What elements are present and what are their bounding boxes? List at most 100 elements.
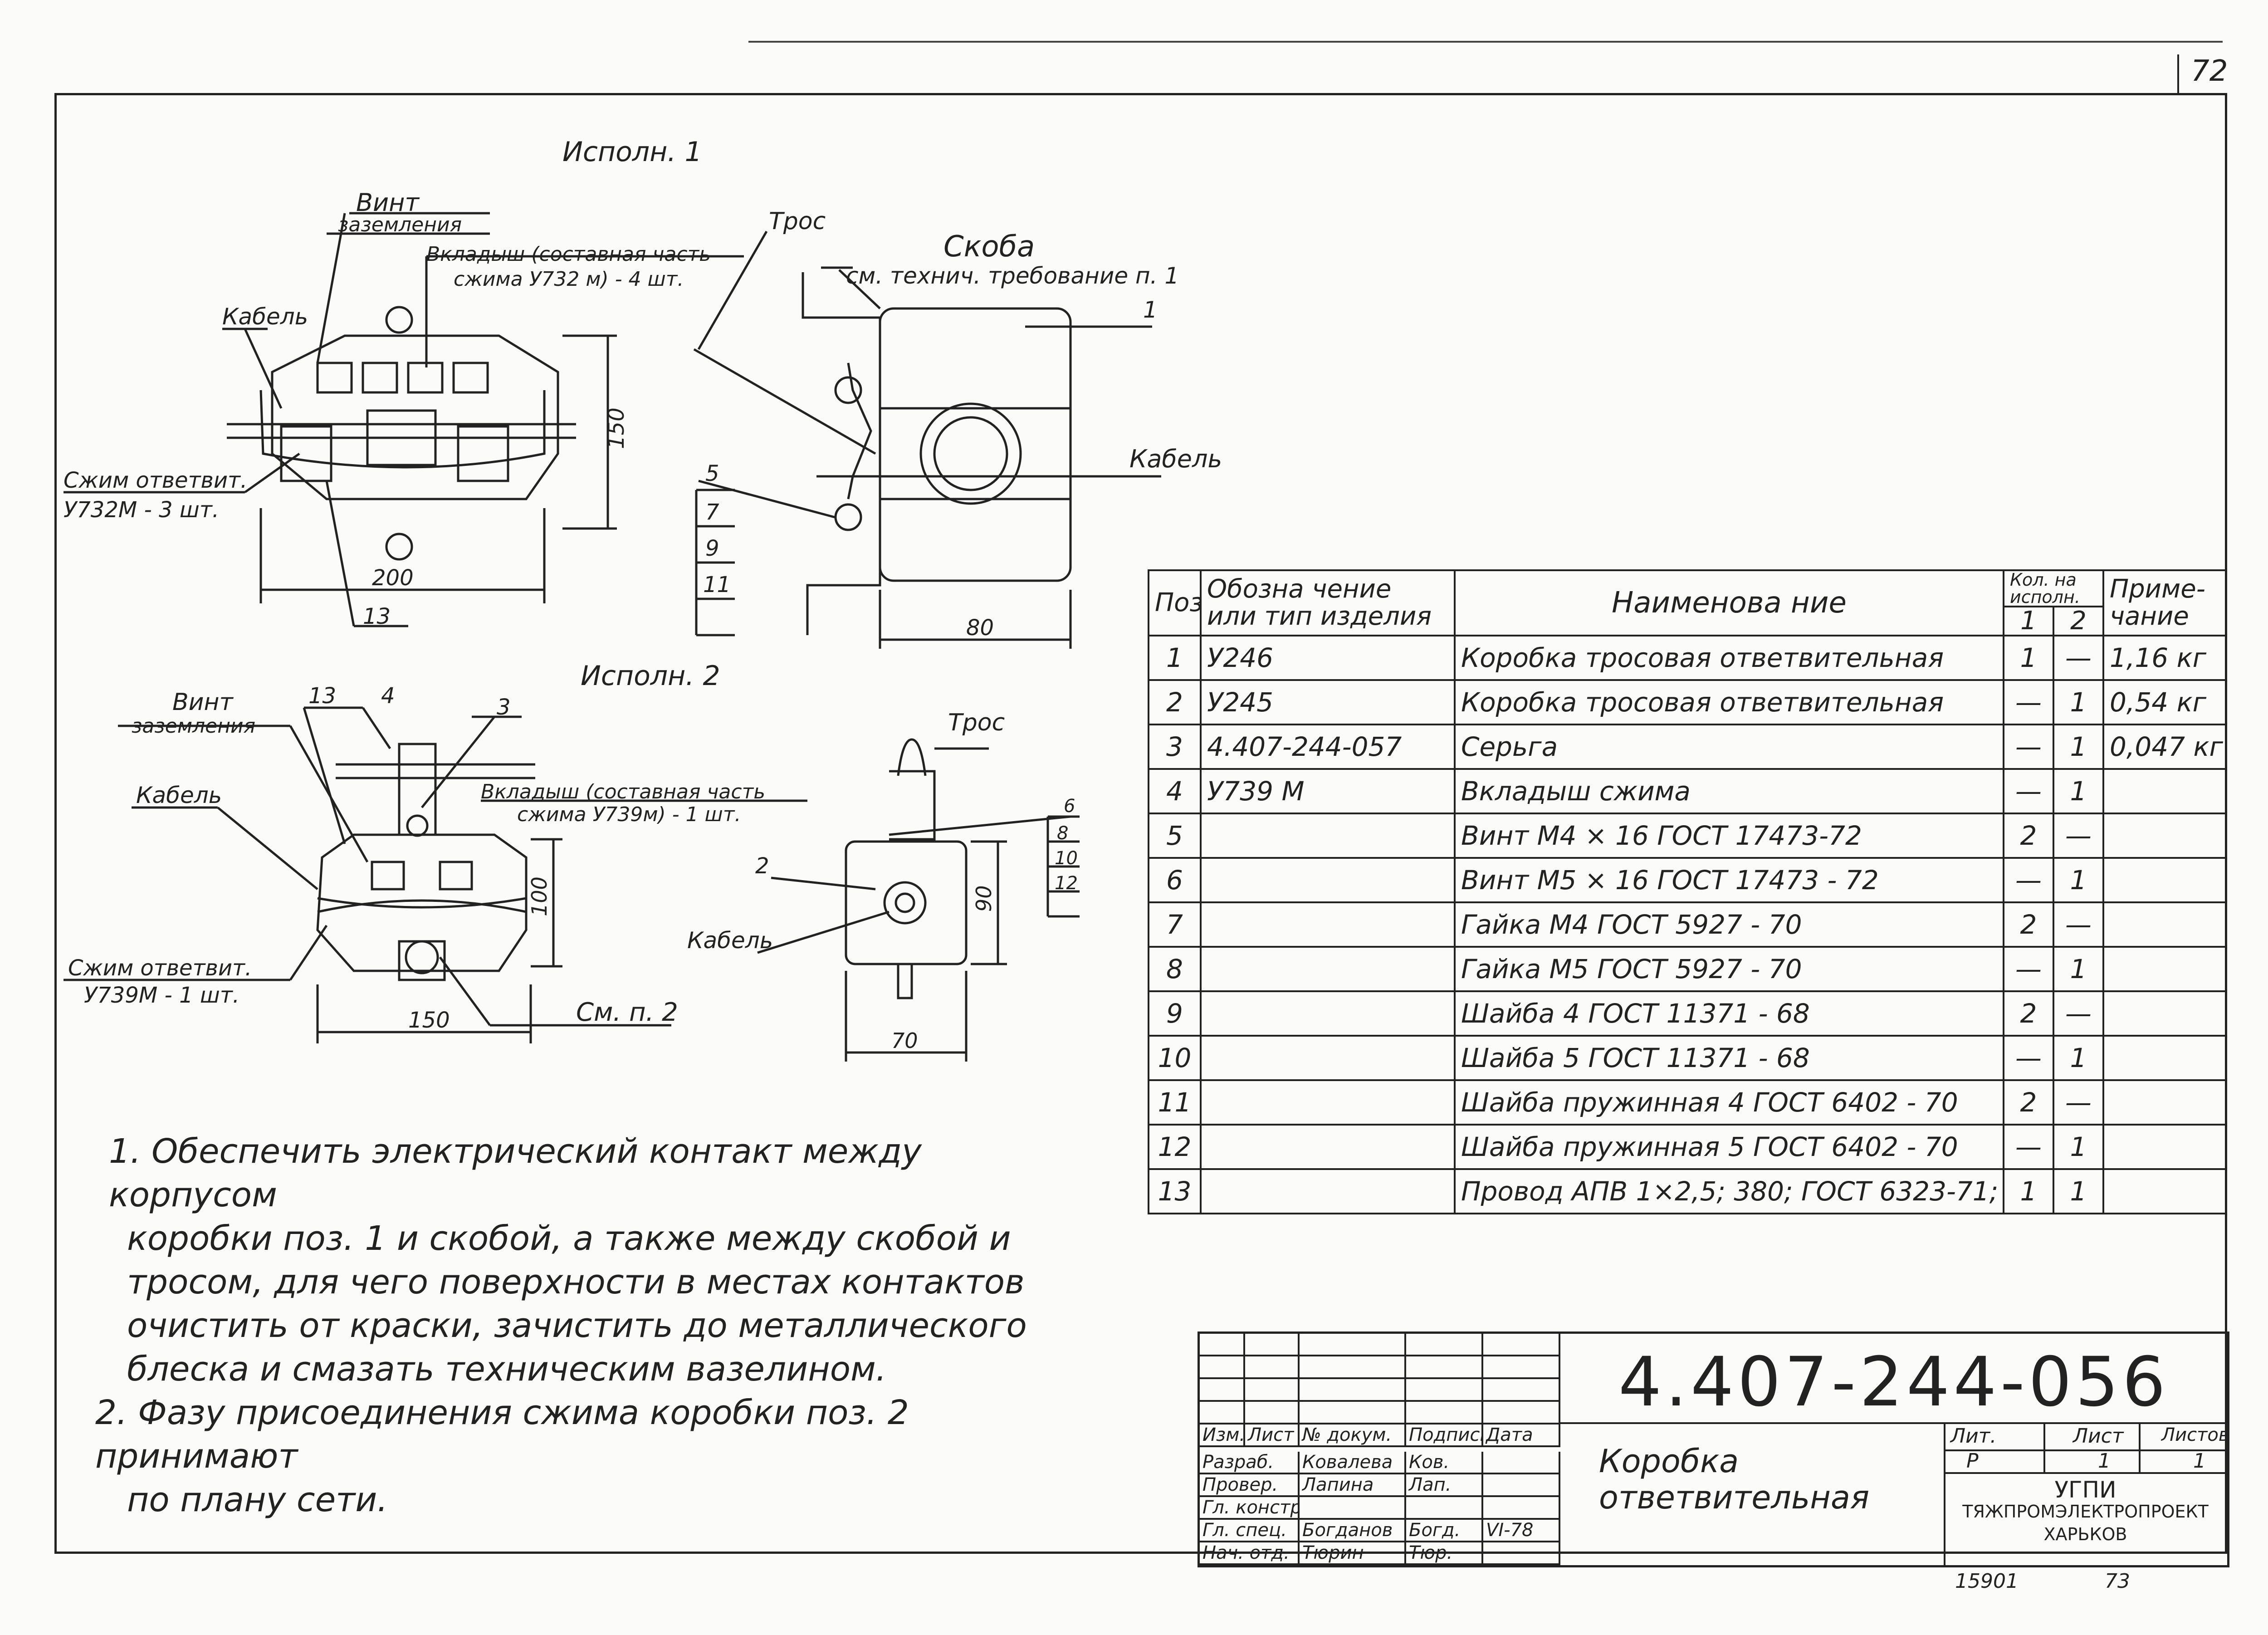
v1s-dim-80: 80 — [966, 615, 994, 641]
spec-pos: 5 — [1148, 813, 1202, 859]
v2-zazemleniya: заземления — [132, 715, 255, 738]
v1-side-view — [693, 230, 1161, 649]
v2s-tros: Трос — [948, 709, 1005, 736]
org-1: УГПИ — [2054, 1477, 2116, 1503]
blank-cell — [1300, 1402, 1406, 1425]
blank-cell — [1245, 1334, 1300, 1356]
v1-pos-13: 13 — [363, 604, 391, 629]
spec-pos: 8 — [1148, 946, 1202, 992]
date-cell — [1483, 1452, 1560, 1474]
spec-name: Гайка М4 ГОСТ 5927 - 70 — [1454, 901, 2004, 948]
spec-qty-2: — — [2053, 1079, 2104, 1126]
top-rule — [748, 41, 2223, 43]
blank-cell — [1406, 1379, 1483, 1402]
list-value: 1 — [2098, 1449, 2111, 1473]
blank-cell — [1406, 1334, 1483, 1356]
spec-note: 1,16 кг — [2102, 635, 2227, 681]
v1-szhim1: Сжим ответвит. — [64, 468, 247, 493]
blank-cell — [1483, 1402, 1560, 1425]
v2-pos-13: 13 — [308, 683, 336, 709]
header-cell: Подпись — [1406, 1425, 1483, 1447]
spec-qty-2: — — [2053, 901, 2104, 948]
v1s-kabel: Кабель — [1129, 445, 1222, 473]
spec-pos: 9 — [1148, 990, 1202, 1037]
v2-pos-3: 3 — [497, 695, 511, 720]
v1s-pos-5: 5 — [705, 461, 719, 486]
spec-name: Шайба 4 ГОСТ 11371 - 68 — [1454, 990, 2004, 1037]
list-label: Лист — [2073, 1425, 2124, 1448]
spec-pos: 6 — [1148, 857, 1202, 903]
blank-cell — [1245, 1402, 1300, 1425]
inventory-number: 15901 — [1955, 1570, 2019, 1593]
date-cell: VI-78 — [1483, 1520, 1560, 1542]
spec-qty-2: 1 — [2053, 857, 2104, 903]
spec-designation — [1200, 1079, 1456, 1126]
blank-cell — [1406, 1356, 1483, 1379]
drawing-frame — [54, 93, 2227, 1554]
spec-note — [2102, 990, 2227, 1037]
spec-qty-2: 1 — [2053, 1168, 2104, 1214]
v2-vkladysh: Вкладыш (составная часть — [481, 780, 765, 803]
header-qty: Кол. на исполн. — [2003, 569, 2104, 607]
spec-name: Шайба пружинная 5 ГОСТ 6402 - 70 — [1454, 1124, 2004, 1170]
spec-qty-1: 1 — [2003, 635, 2054, 681]
v2s-dim-90: 90 — [972, 885, 996, 912]
spec-name: Шайба пружинная 4 ГОСТ 6402 - 70 — [1454, 1079, 2004, 1126]
spec-designation — [1200, 813, 1456, 859]
spec-pos: 12 — [1148, 1124, 1202, 1170]
v2-vkladysh2: сжима У739м) - 1 шт. — [517, 803, 741, 826]
v1s-pos-9: 9 — [705, 536, 719, 561]
header-cell: Изм. — [1200, 1425, 1245, 1447]
v2-kabel: Кабель — [136, 782, 222, 808]
doc-number-line — [1560, 1422, 2227, 1424]
v1-vkladysh: Вкладыш (составная часть — [426, 243, 711, 266]
spec-name: Винт М4 × 16 ГОСТ 17473-72 — [1454, 813, 2004, 859]
spec-qty-2: 1 — [2053, 679, 2104, 725]
v2-side-view — [757, 738, 1080, 1062]
variant2-title: Исполн. 2 — [581, 660, 720, 692]
spec-note — [2102, 857, 2227, 903]
lit-col-2 — [2139, 1422, 2141, 1472]
v2-pos-4: 4 — [381, 683, 395, 709]
header-note: Приме- чание — [2102, 569, 2227, 636]
spec-note — [2102, 1035, 2227, 1081]
role-cell: Гл. констр. — [1200, 1497, 1300, 1520]
header-designation: Обозна чение или тип изделия — [1200, 569, 1456, 636]
spec-qty-2: 1 — [2053, 1124, 2104, 1170]
role-cell: Разраб. — [1200, 1452, 1300, 1474]
blank-cell — [1483, 1356, 1560, 1379]
v1-vint: Винт — [356, 188, 420, 217]
spec-pos: 3 — [1148, 724, 1202, 770]
note-line: коробки поз. 1 и скобой, а также между с… — [127, 1219, 1011, 1258]
doc-number: 4.407-244-056 — [1618, 1343, 2170, 1422]
spec-name: Гайка М5 ГОСТ 5927 - 70 — [1454, 946, 2004, 992]
v2s-pos-10: 10 — [1055, 848, 1078, 869]
v2-front-view — [64, 706, 807, 1043]
header-cell: № докум. — [1300, 1425, 1406, 1447]
spec-qty-1: 2 — [2003, 901, 2054, 948]
v2s-kabel: Кабель — [687, 927, 773, 954]
drawing-labels: Исполн. 1 Исполн. 2 Винт заземления Вкла… — [64, 136, 1222, 1053]
v2s-dim-70: 70 — [891, 1028, 918, 1053]
v1s-pos-7: 7 — [705, 499, 719, 525]
sheet-number: 72 — [2191, 54, 2228, 88]
org-2: ТЯЖПРОМЭЛЕКТРОПРОЕКТ — [1962, 1502, 2209, 1522]
spec-qty-1: — — [2003, 1035, 2054, 1081]
name-cell: Лапина — [1300, 1474, 1406, 1497]
v2s-pos-2: 2 — [755, 853, 769, 879]
header-pos: Поз. — [1148, 569, 1202, 636]
v1-vkladysh2: сжима У732 м) - 4 шт. — [454, 268, 684, 291]
header-note-1: Приме- — [2110, 574, 2205, 604]
title-line-2: ответвительная — [1599, 1479, 1870, 1516]
spec-designation — [1200, 857, 1456, 903]
header-note-2: чание — [2110, 602, 2189, 631]
spec-name: Винт М5 × 16 ГОСТ 17473 - 72 — [1454, 857, 2004, 903]
v2s-pos-6: 6 — [1064, 796, 1075, 817]
